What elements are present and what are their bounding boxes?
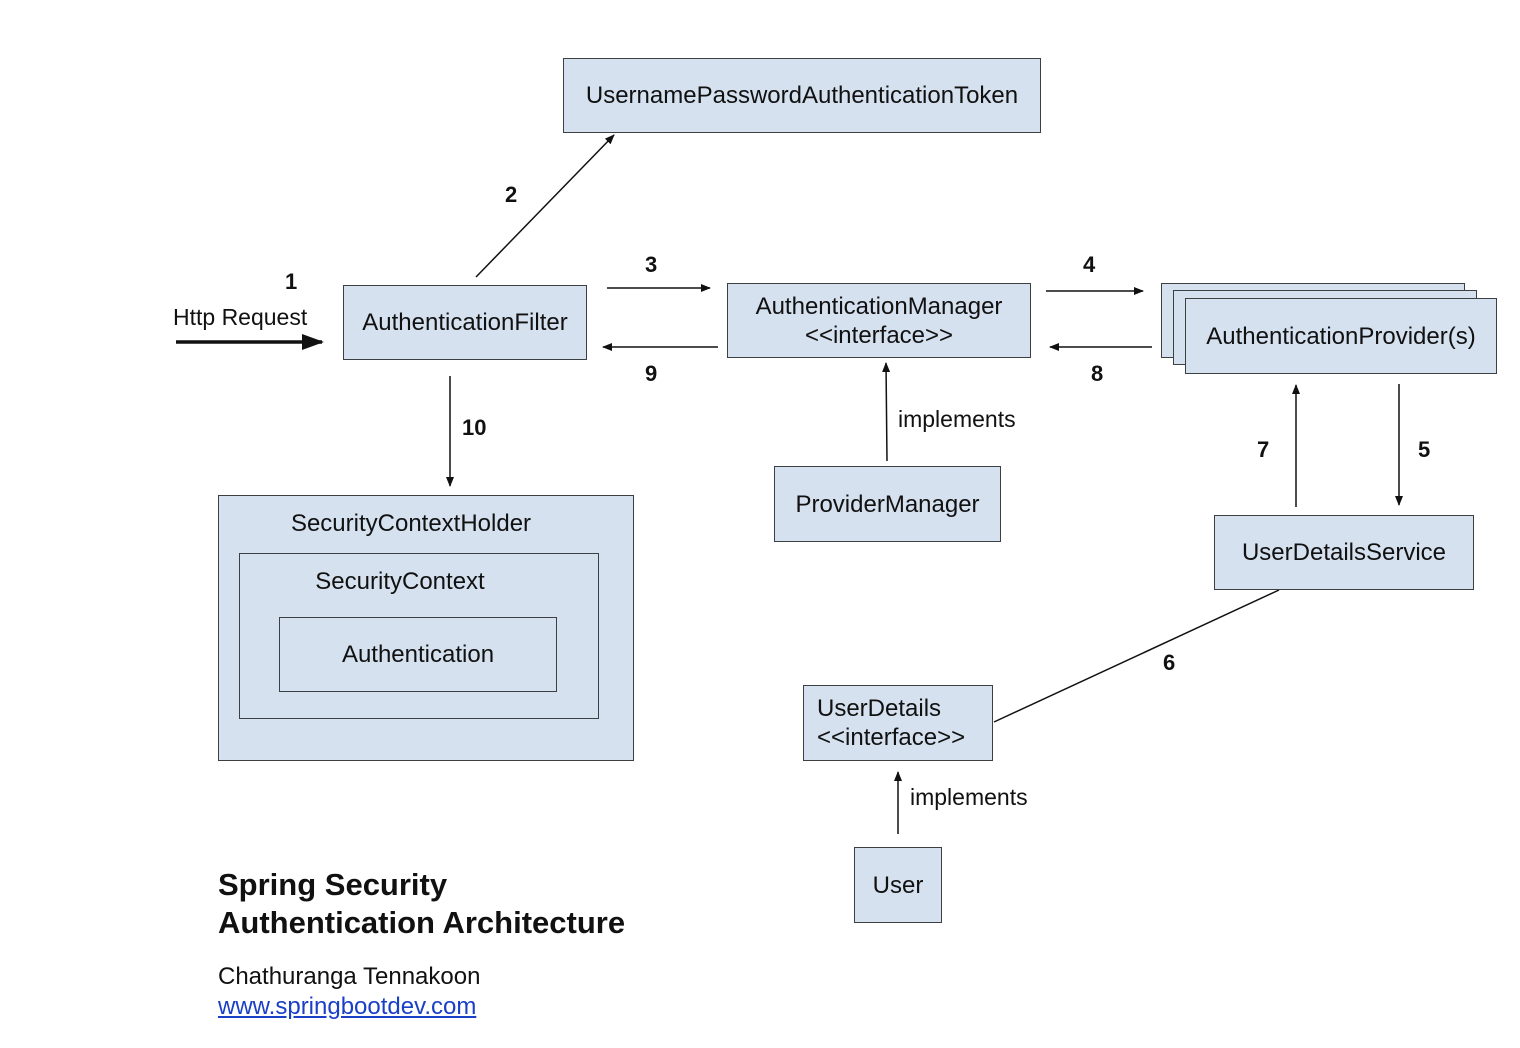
step-label-6: 6	[1163, 650, 1176, 675]
user-details-service-label: UserDetailsService	[1241, 539, 1447, 566]
step-label-3: 3	[645, 252, 658, 277]
authentication-manager-stereotype: <<interface>>	[804, 321, 954, 349]
token-box: UsernamePasswordAuthenticationToken	[563, 58, 1041, 133]
security-context-label: SecurityContext	[315, 568, 485, 595]
authentication-box: Authentication	[279, 617, 557, 692]
line-step-6	[993, 589, 1280, 723]
step-label-8: 8	[1091, 361, 1104, 386]
step-label-5: 5	[1418, 437, 1431, 462]
authentication-manager-label: AuthenticationManager	[755, 292, 1003, 320]
arrow-step-2	[475, 134, 615, 278]
step-label-4: 4	[1083, 252, 1096, 277]
user-details-box: UserDetails <<interface>>	[803, 685, 993, 761]
step-label-2: 2	[505, 182, 518, 207]
provider-manager-box: ProviderManager	[774, 466, 1001, 542]
user-details-service-box: UserDetailsService	[1214, 515, 1474, 590]
authentication-manager-box: AuthenticationManager <<interface>>	[727, 283, 1031, 358]
author-block: Chathuranga Tennakoon www.springbootdev.…	[218, 962, 480, 1022]
step-label-7: 7	[1257, 437, 1270, 462]
token-label: UsernamePasswordAuthenticationToken	[585, 82, 1019, 109]
step-label-10: 10	[462, 415, 487, 440]
step-label-1: 1	[285, 269, 298, 294]
implements-label-user: implements	[910, 784, 1028, 810]
authentication-filter-label: AuthenticationFilter	[362, 309, 568, 336]
diagram-title-line-2: Authentication Architecture	[218, 905, 626, 940]
user-box: User	[854, 847, 942, 923]
provider-manager-label: ProviderManager	[795, 490, 980, 518]
diagram-title-line-1: Spring Security	[218, 867, 448, 902]
security-context-holder-label: SecurityContextHolder	[290, 510, 532, 537]
diagram-title: Spring Security Authentication Architect…	[218, 866, 625, 942]
arrow-implements-provider-manager	[882, 362, 891, 462]
user-details-stereotype: <<interface>>	[817, 724, 966, 751]
authentication-provider-label: AuthenticationProvider(s)	[1206, 322, 1476, 350]
authentication-label: Authentication	[341, 641, 495, 668]
step-label-9: 9	[645, 361, 658, 386]
http-request-label: Http Request	[173, 304, 308, 330]
author-name: Chathuranga Tennakoon	[218, 963, 481, 990]
authentication-filter-box: AuthenticationFilter	[343, 285, 587, 360]
website-link[interactable]: www.springbootdev.com	[218, 993, 477, 1020]
authentication-provider-box: AuthenticationProvider(s)	[1185, 298, 1497, 374]
user-details-label: UserDetails	[817, 695, 942, 722]
implements-label-provider-manager: implements	[898, 406, 1016, 432]
user-label: User	[872, 871, 924, 899]
